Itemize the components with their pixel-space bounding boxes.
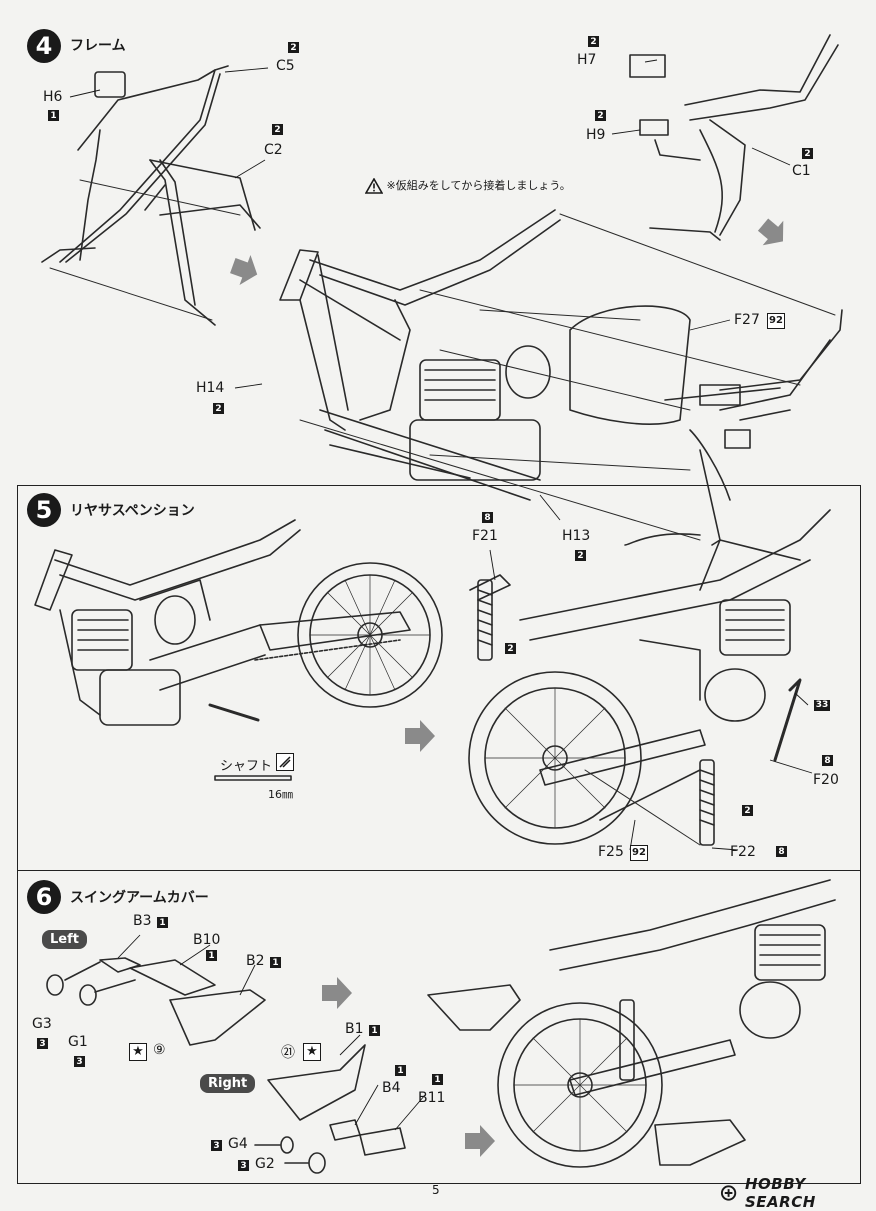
b11-qty: 1 xyxy=(432,1074,443,1085)
part-c1-label: C1 xyxy=(792,163,811,179)
brand-logo: HOBBY SEARCH xyxy=(720,1175,876,1211)
page-number: 5 xyxy=(432,1183,440,1197)
c1-qty: 2 xyxy=(802,148,813,159)
spring-qty: 2 xyxy=(505,643,516,654)
right-side-tag: Right xyxy=(200,1074,256,1093)
step6-box xyxy=(17,870,861,1184)
part-f20-label: F20 xyxy=(813,772,839,788)
brand-icon xyxy=(720,1185,737,1201)
part-g1-label: G1 xyxy=(68,1034,88,1050)
b1-qty: 1 xyxy=(369,1025,380,1036)
shaft-label: シャフト xyxy=(220,759,273,774)
part-b3-label: B3 xyxy=(133,913,152,929)
h13-qty: 2 xyxy=(575,550,586,561)
c2-qty: 2 xyxy=(272,124,283,135)
part-f22-label: F22 xyxy=(730,844,756,860)
b3-qty: 1 xyxy=(157,917,168,928)
h6-qty: 1 xyxy=(48,110,59,121)
h7-qty: 2 xyxy=(588,36,599,47)
step-6-title: スイングアームカバー xyxy=(70,890,209,906)
flow-arrow-icon xyxy=(230,218,784,1157)
b2-qty: 1 xyxy=(270,957,281,968)
paint-21: ㉑ xyxy=(281,1045,295,1061)
step-5-title: リヤサスペンション xyxy=(70,503,195,519)
h14-qty: 2 xyxy=(213,403,224,414)
star-paint-icon: ★ xyxy=(303,1043,321,1061)
step-6-number: 6 xyxy=(27,880,61,914)
b10-qty: 1 xyxy=(206,950,217,961)
part-g2-label: G2 xyxy=(255,1156,275,1172)
part-h13-label: H13 xyxy=(562,528,591,544)
paint-9: ⑨ xyxy=(153,1042,166,1058)
h9-qty: 2 xyxy=(595,110,606,121)
part-f21-label: F21 xyxy=(472,528,498,544)
f21-qty: 8 xyxy=(482,512,493,523)
part-f27-label: F27 xyxy=(734,312,760,328)
part-c2-label: C2 xyxy=(264,142,283,158)
f27-paint-code: 92 xyxy=(767,313,785,329)
f22-spring-qty: 2 xyxy=(742,805,753,816)
star-paint-icon: ★ xyxy=(129,1043,147,1061)
part-h9-label: H9 xyxy=(586,127,606,143)
g3-qty: 3 xyxy=(37,1038,48,1049)
part-b1-label: B1 xyxy=(345,1021,364,1037)
step-4-title: フレーム xyxy=(70,38,126,54)
part-c5-label: C5 xyxy=(276,58,295,74)
glue-icon xyxy=(276,753,294,771)
part-b11-label: B11 xyxy=(418,1090,446,1106)
g1-qty: 3 xyxy=(74,1056,85,1067)
g4-qty: 3 xyxy=(211,1140,222,1151)
brand-text: HOBBY SEARCH xyxy=(745,1175,816,1211)
f20-qty: 8 xyxy=(822,755,833,766)
f25-paint-code: 92 xyxy=(630,845,648,861)
part-b10-label: B10 xyxy=(193,932,221,948)
b4-qty: 1 xyxy=(395,1065,406,1076)
part-b2-label: B2 xyxy=(246,953,265,969)
step4-note: ※仮組みをしてから接着しましょう。 xyxy=(364,177,571,194)
paint-33: 33 xyxy=(814,700,830,711)
warning-icon xyxy=(364,177,384,194)
shaft-length: 16㎜ xyxy=(268,788,293,801)
step-5-number: 5 xyxy=(27,493,61,527)
left-side-tag: Left xyxy=(42,930,87,949)
part-g4-label: G4 xyxy=(228,1136,248,1152)
part-h6-label: H6 xyxy=(43,89,63,105)
step-4-number: 4 xyxy=(27,29,61,63)
part-h14-label: H14 xyxy=(196,380,225,396)
part-g3-label: G3 xyxy=(32,1016,52,1032)
part-f25-label: F25 xyxy=(598,844,624,860)
g2-qty: 3 xyxy=(238,1160,249,1171)
assembly-note-text: ※仮組みをしてから接着しましょう。 xyxy=(386,179,571,192)
part-h7-label: H7 xyxy=(577,52,597,68)
c5-qty: 2 xyxy=(288,42,299,53)
f22-qty: 8 xyxy=(776,846,787,857)
part-b4-label: B4 xyxy=(382,1080,401,1096)
